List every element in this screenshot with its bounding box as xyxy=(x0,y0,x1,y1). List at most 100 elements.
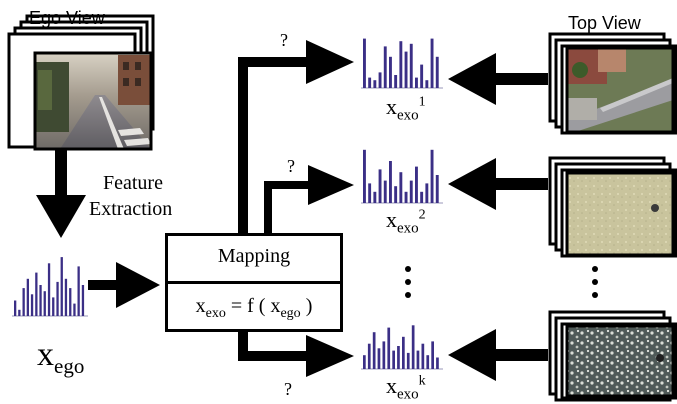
histogram-bar xyxy=(409,43,413,88)
x-exo-k-label: xexok xyxy=(386,373,426,403)
histogram-bar xyxy=(363,355,366,369)
histogram-bar xyxy=(383,180,387,203)
histogram-bar xyxy=(430,149,434,203)
histogram-exo2 xyxy=(361,149,443,204)
histogram-bar xyxy=(39,285,42,316)
question-mark-k: ? xyxy=(284,379,292,399)
ego-down-arrow xyxy=(36,150,86,238)
histogram-bar xyxy=(430,38,434,88)
histogram-bar xyxy=(35,272,38,316)
histogram-bar xyxy=(394,75,398,88)
histogram-bar xyxy=(378,72,382,88)
histogram-bar xyxy=(399,172,403,203)
histogram-bar xyxy=(420,191,424,203)
histogram-bar xyxy=(394,186,398,203)
histogram-bar xyxy=(406,352,410,369)
ellipsis-dots-histograms xyxy=(405,266,411,298)
mapping-to-exo1-arrow xyxy=(238,40,354,233)
histogram-bar xyxy=(69,288,72,316)
ego-view-image xyxy=(33,51,153,151)
mapping-formula: xexo = f ( xego ) xyxy=(195,295,313,321)
histogram-bar xyxy=(389,161,392,203)
top-view-k-frames xyxy=(548,310,677,402)
histogram-bar xyxy=(411,325,415,369)
histogram-exok xyxy=(361,325,443,370)
histogram-bar xyxy=(372,332,376,369)
x-ego-label: xego xyxy=(37,336,85,378)
histogram-bar xyxy=(420,64,424,88)
histogram-bar xyxy=(47,263,51,316)
histogram-exo1 xyxy=(361,38,443,89)
top-view-title: Top View xyxy=(568,13,641,33)
histogram-bar xyxy=(26,278,29,316)
x-exo-2-label: xexo2 xyxy=(386,207,426,237)
histogram-bar xyxy=(402,336,405,369)
histogram-bar xyxy=(397,346,400,369)
mapping-label: Mapping xyxy=(217,245,291,267)
feature-extraction-line1: Feature xyxy=(103,172,163,194)
ego-view-frames xyxy=(7,14,155,151)
mapping-to-exo2-arrow xyxy=(264,165,354,233)
ellipsis-dots-topviews xyxy=(592,266,598,298)
histogram-bar xyxy=(416,350,420,369)
histogram-bar xyxy=(383,46,387,88)
topview1-to-exo1-arrow xyxy=(448,53,548,105)
histogram-bar xyxy=(378,169,382,203)
histogram-bar xyxy=(387,327,391,369)
histogram-bar xyxy=(77,266,80,316)
histogram-bar xyxy=(377,348,381,369)
question-mark-1: ? xyxy=(280,30,288,50)
topview2-to-exo2-arrow xyxy=(448,158,548,210)
top-view-1-frames xyxy=(548,32,677,135)
ego-view-title: Ego View xyxy=(29,8,105,28)
x-exo-1-label: xexo1 xyxy=(386,94,426,124)
histogram-ego xyxy=(12,257,88,317)
histogram-bar xyxy=(56,281,59,316)
histogram-bar xyxy=(426,355,430,369)
histogram-bar xyxy=(368,77,372,88)
histogram-bar xyxy=(363,149,366,203)
histogram-bar xyxy=(52,297,55,316)
histogram-bar xyxy=(404,51,408,88)
histogram-bar xyxy=(73,303,76,316)
histogram-bar xyxy=(30,294,34,316)
histogram-bar xyxy=(81,285,85,316)
histogram-bar xyxy=(389,56,392,88)
mapping-box xyxy=(165,233,343,332)
histogram-bar xyxy=(43,291,46,316)
histogram-bar xyxy=(373,191,377,203)
top-view-1-image xyxy=(565,46,675,134)
histogram-bar xyxy=(421,343,425,369)
histogram-bar xyxy=(399,41,403,88)
top-view-2-image xyxy=(565,171,675,257)
histogram-bar xyxy=(368,183,372,203)
histogram-bar xyxy=(373,80,377,88)
mapping-divider xyxy=(168,281,340,284)
histogram-bar xyxy=(435,175,439,203)
histogram-bar xyxy=(363,38,366,88)
ego-to-mapping-arrow xyxy=(88,262,160,308)
mapping-to-exok-arrow xyxy=(238,332,354,377)
histogram-bar xyxy=(436,357,439,369)
histogram-bar xyxy=(404,191,408,203)
histogram-bar xyxy=(415,77,418,88)
histogram-bar xyxy=(392,350,395,369)
histogram-bar xyxy=(409,180,413,203)
histogram-bar xyxy=(64,278,68,316)
top-view-k-image xyxy=(565,324,675,398)
histogram-bar xyxy=(22,288,25,316)
histogram-bar xyxy=(382,341,386,369)
histogram-bar xyxy=(18,309,21,316)
question-mark-2: ? xyxy=(287,156,295,176)
histogram-bar xyxy=(367,343,371,369)
histogram-bar xyxy=(431,341,434,369)
histogram-bar xyxy=(425,80,429,88)
top-view-2-frames xyxy=(548,156,677,258)
topviewk-to-exok-arrow xyxy=(448,329,548,381)
histogram-bar xyxy=(435,56,439,88)
histogram-bar xyxy=(14,300,17,316)
histogram-bar xyxy=(60,257,63,316)
feature-extraction-line2: Extraction xyxy=(89,198,173,220)
histogram-bar xyxy=(425,183,429,203)
